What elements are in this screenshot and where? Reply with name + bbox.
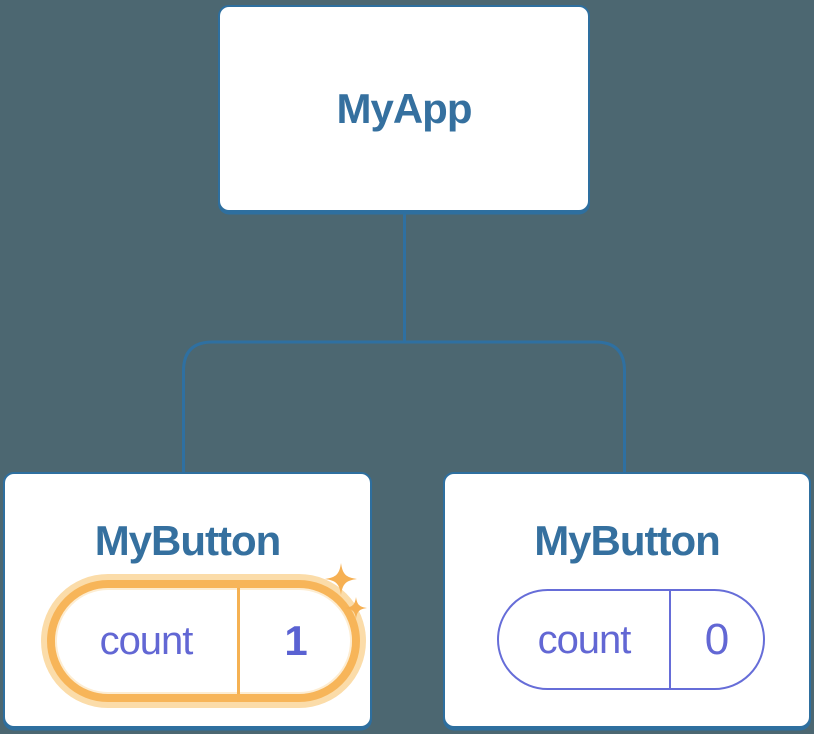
node-mybutton-1: MyButton count 1 [3,472,372,728]
node-myapp: MyApp [218,5,590,212]
pill-divider [669,591,671,688]
state-name: count [537,617,632,662]
node-mybutton-2-label: MyButton [534,517,721,564]
sparkle-small [345,597,367,619]
sparkles-icon [325,563,367,619]
pill-divider [237,588,240,694]
connector-branch [182,340,626,473]
sparkle-large [325,563,357,595]
state-pill: count 0 [497,589,765,690]
node-mybutton-1-label: MyButton [94,517,282,564]
state-name: count [99,619,194,663]
state-value: 0 [704,614,730,664]
state-value: 1 [284,617,308,664]
node-myapp-label: MyApp [336,84,473,132]
node-mybutton-2: MyButton count 0 [443,472,811,728]
state-pill-highlighted: count 1 [47,580,360,702]
